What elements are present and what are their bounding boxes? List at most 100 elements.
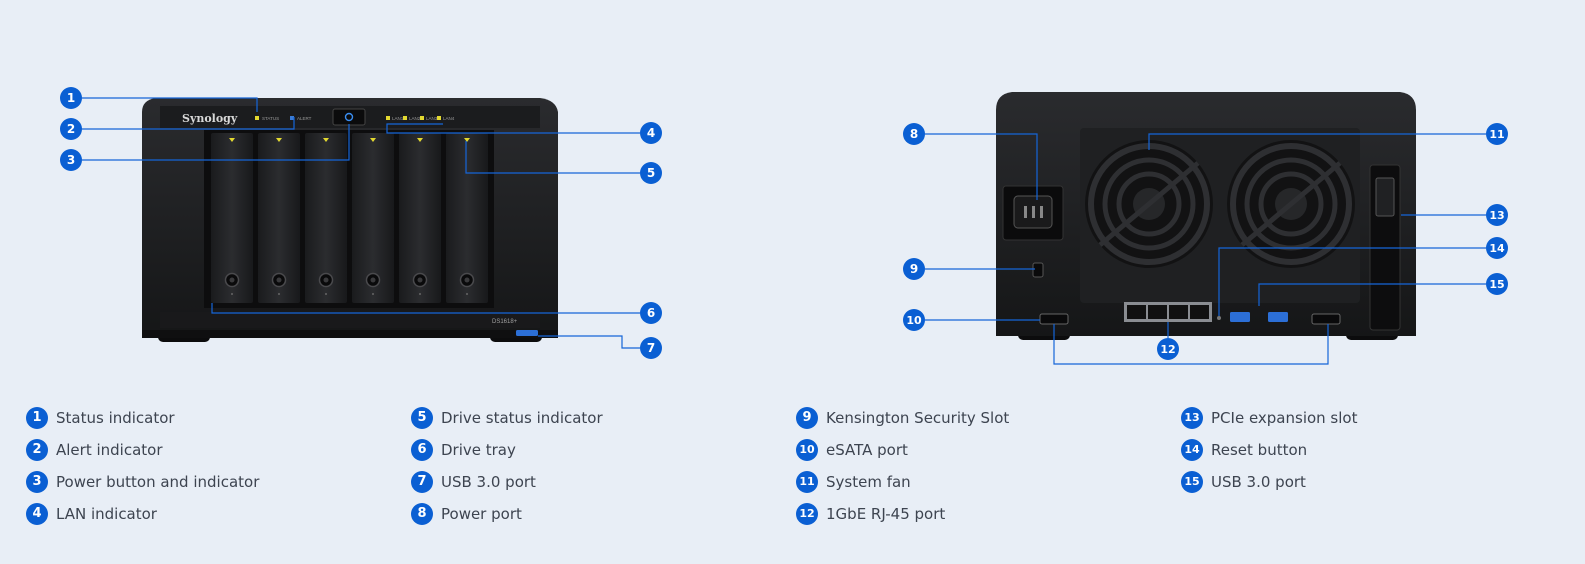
callout-badge: 9 [903, 258, 925, 280]
svg-text:7: 7 [647, 341, 655, 355]
svg-text:6: 6 [647, 306, 655, 320]
svg-text:11: 11 [1489, 128, 1504, 141]
callout-badge: 2 [60, 118, 82, 140]
legend-label: PCIe expansion slot [1211, 409, 1358, 427]
svg-text:13: 13 [1489, 209, 1504, 222]
svg-text:4: 4 [647, 126, 655, 140]
rj45-ports[interactable] [1124, 302, 1212, 322]
legend-label: 1GbE RJ-45 port [826, 505, 946, 523]
legend-label: USB 3.0 port [441, 473, 536, 491]
callout-badge: 1 [60, 87, 82, 109]
svg-text:5: 5 [647, 166, 655, 180]
kensington-slot-icon[interactable] [1032, 262, 1044, 278]
svg-text:3: 3 [67, 153, 75, 167]
callout-badge: 10 [903, 309, 925, 331]
legend-badge: 14 [1181, 439, 1203, 461]
legend-badge: 1 [26, 407, 48, 429]
device-diagram: Synology STATUS ALERT LAN1 LAN2 LAN3 LAN… [60, 87, 1508, 365]
legend-item: 2 Alert indicator [26, 438, 163, 462]
legend-item: 9 Kensington Security Slot [796, 406, 1009, 430]
reset-button-icon[interactable] [1217, 316, 1221, 320]
legend-badge: 15 [1181, 471, 1203, 493]
model-label: DS1618+ [492, 319, 518, 325]
callout-badge: 5 [640, 162, 662, 184]
legend-item: 15 USB 3.0 port [1181, 470, 1306, 494]
usb-port-icon[interactable] [516, 330, 538, 336]
legend-badge: 7 [411, 471, 433, 493]
legend-item: 7 USB 3.0 port [411, 470, 536, 494]
legend-badge: 2 [26, 439, 48, 461]
legend-badge: 3 [26, 471, 48, 493]
legend-item: 3 Power button and indicator [26, 470, 259, 494]
power-icon [344, 112, 354, 122]
drive-led-icon [464, 138, 470, 142]
callout-badges: 1 2 3 4 5 6 7 8 9 10 11 12 13 14 15 [60, 87, 1508, 360]
svg-text:12: 12 [1160, 343, 1175, 356]
fan-icon [1085, 140, 1213, 268]
svg-text:2: 2 [67, 122, 75, 136]
brand-logo: Synology [182, 112, 238, 125]
drive-tray[interactable] [305, 133, 347, 303]
drive-led-icon [276, 138, 282, 142]
status-led-label: STATUS [262, 116, 279, 121]
fan-icon [1227, 140, 1355, 268]
callout-badge: 14 [1486, 237, 1508, 259]
drive-tray[interactable] [211, 133, 253, 303]
callout-badge: 8 [903, 123, 925, 145]
esata-port-icon[interactable] [1311, 313, 1341, 325]
legend-label: System fan [826, 473, 911, 491]
drive-tray[interactable] [258, 133, 300, 303]
callout-badge: 15 [1486, 273, 1508, 295]
drive-led-icon [323, 138, 329, 142]
drive-led-icon [370, 138, 376, 142]
drive-tray[interactable] [352, 133, 394, 303]
legend-label: Kensington Security Slot [826, 409, 1010, 427]
legend-label: Power port [441, 505, 522, 523]
legend-badge: 4 [26, 503, 48, 525]
leader-lines [82, 97, 1486, 365]
svg-text:14: 14 [1489, 242, 1505, 255]
front-view: Synology STATUS ALERT LAN1 LAN2 LAN3 LAN… [142, 98, 558, 342]
legend-label: Drive status indicator [441, 409, 603, 427]
legend-label: Status indicator [56, 409, 175, 427]
legend-label: Power button and indicator [56, 473, 260, 491]
svg-text:15: 15 [1489, 278, 1504, 291]
rear-view [996, 92, 1416, 340]
callout-badge: 6 [640, 302, 662, 324]
lan-led-label: LAN4 [443, 116, 455, 121]
usb-port-icon[interactable] [1230, 312, 1250, 322]
callout-badge: 11 [1486, 123, 1508, 145]
legend-badge: 13 [1181, 407, 1203, 429]
legend-label: USB 3.0 port [1211, 473, 1306, 491]
usb-port-icon[interactable] [1268, 312, 1288, 322]
lan-led-label: LAN3 [426, 116, 438, 121]
svg-text:10: 10 [906, 314, 922, 327]
legend-badge: 8 [411, 503, 433, 525]
svg-text:9: 9 [910, 262, 918, 276]
legend-item: 5 Drive status indicator [411, 406, 603, 430]
svg-text:1: 1 [67, 91, 75, 105]
power-button[interactable] [332, 108, 366, 126]
esata-port-icon[interactable] [1039, 313, 1069, 325]
legend-label: Drive tray [441, 441, 516, 459]
callout-badge: 4 [640, 122, 662, 144]
legend-label: Alert indicator [56, 441, 163, 459]
legend-badge: 11 [796, 471, 818, 493]
drive-tray[interactable] [399, 133, 441, 303]
legend-item: 8 Power port [411, 502, 522, 526]
legend-badge: 9 [796, 407, 818, 429]
lan-led-group: LAN1 LAN2 LAN3 LAN4 [386, 116, 455, 121]
legend-item: 1 Status indicator [26, 406, 175, 430]
callout-badge: 13 [1486, 204, 1508, 226]
legend-badge: 5 [411, 407, 433, 429]
legend-badge: 6 [411, 439, 433, 461]
legend-badge: 10 [796, 439, 818, 461]
alert-led-icon [290, 116, 294, 120]
drive-tray[interactable] [446, 133, 488, 303]
callout-badge: 3 [60, 149, 82, 171]
